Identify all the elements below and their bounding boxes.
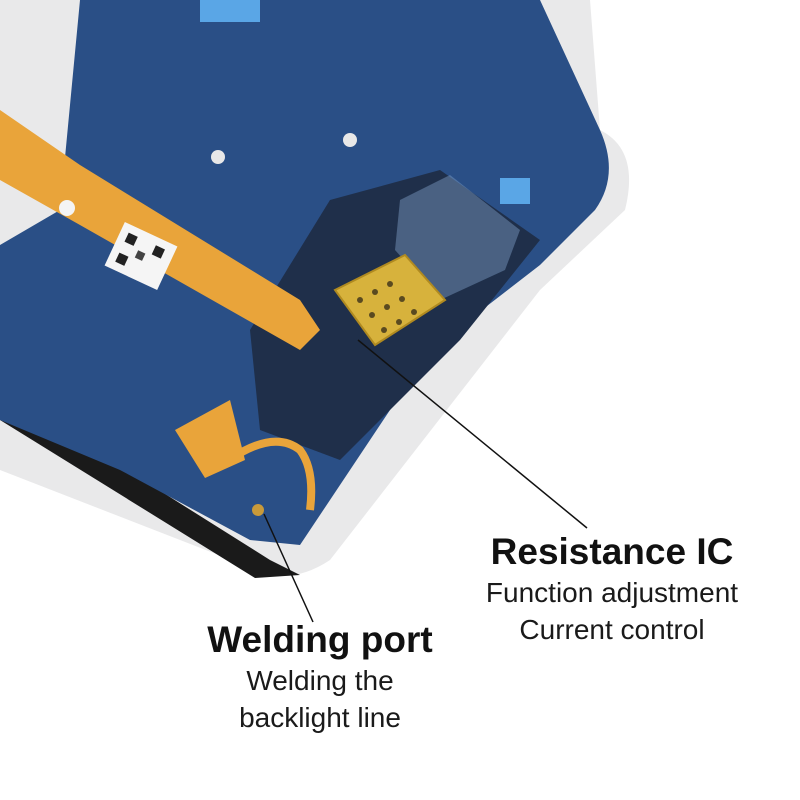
- resistance-ic-desc-1: Function adjustment: [485, 577, 739, 608]
- blue-tab-right: [500, 178, 530, 204]
- backlight-wire: [229, 437, 316, 511]
- welding-port-pointer: [263, 513, 314, 623]
- screw-hole: [343, 133, 357, 147]
- backlight-flex: [175, 400, 245, 478]
- resistance-ic-title: Resistance IC: [490, 531, 734, 572]
- welding-port-pad: [252, 504, 264, 516]
- welding-port-title: Welding port: [207, 619, 433, 660]
- screw-hole: [211, 150, 225, 164]
- flex-cable: [0, 110, 320, 350]
- qr-code-sticker: [104, 221, 178, 291]
- resistance-ic-pointer: [357, 339, 588, 529]
- clear-tape: [395, 175, 520, 300]
- blue-tab-top: [200, 0, 260, 22]
- flex-cable-hole: [59, 200, 75, 216]
- welding-port-desc-1: Welding the: [246, 665, 394, 696]
- welding-port-callout: Welding port Welding the backlight line: [178, 618, 462, 736]
- resistance-ic-callout: Resistance IC Function adjustment Curren…: [462, 530, 762, 648]
- resistance-ic-desc-2: Current control: [519, 614, 705, 645]
- welding-port-desc-2: backlight line: [239, 702, 401, 733]
- resistance-ic-chip: [333, 253, 447, 347]
